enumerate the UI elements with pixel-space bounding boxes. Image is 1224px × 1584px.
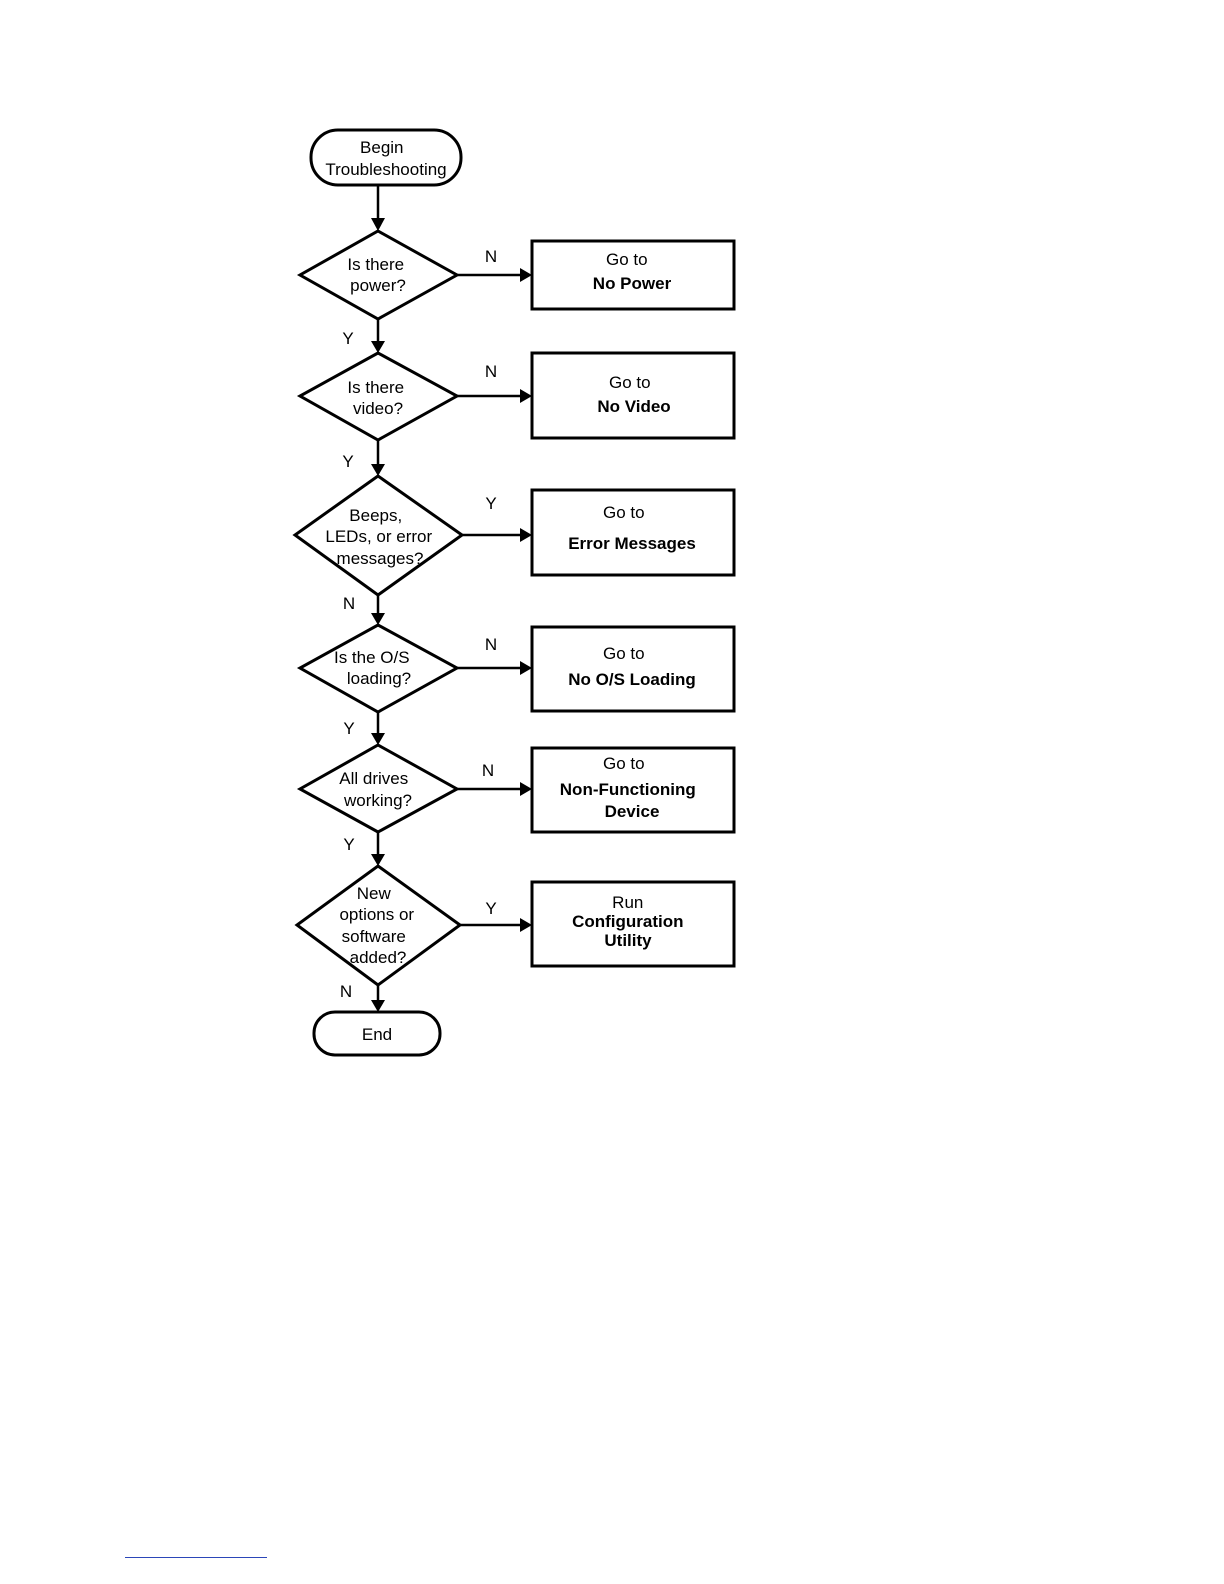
action-no-os-loading-line-1: Go to [603,644,645,663]
decision-drives-working-line-2: working? [343,791,412,810]
decision-video-label: Is there video? [347,378,408,418]
action-box-non-functioning-device [530,746,736,834]
arrowhead-video-to-no-video [520,389,532,403]
action-box-error-messages [530,488,736,577]
action-non-functioning-device-label: Go to Non-Functioning Device [560,754,700,821]
action-box-no-os-loading [530,625,736,713]
branch-label-video: N [485,362,497,381]
action-no-video-line-1: Go to [609,373,651,392]
action-no-power-line-1: Go to [606,250,648,269]
start-label-line-1: Begin [360,138,403,157]
arrowhead-beeps-to-os [371,613,385,625]
start-label: Begin Troubleshooting [325,138,446,179]
arrowhead-options-to-configuration-utility [520,918,532,932]
decision-os-loading-line-1: Is the O/S [334,648,410,667]
decision-new-options-label: New options or software added? [339,884,418,967]
arrowhead-power-to-video [371,341,385,353]
arrowhead-os-to-no-os-loading [520,661,532,675]
arrowhead-video-to-beeps [371,464,385,476]
action-box-no-video [530,351,736,440]
branch-label-error-messages: Y [485,494,496,513]
branch-label-os-loading: N [485,635,497,654]
continue-label-power: Y [342,329,353,348]
action-no-video-line-2: No Video [597,397,670,416]
continue-label-os-loading: Y [343,719,354,738]
decision-power-line-2: power? [350,276,406,295]
action-configuration-utility-line-1: Run [612,893,643,912]
footnote-divider [125,1557,267,1558]
decision-new-options-line-4: added? [350,948,407,967]
arrowhead-start-to-power [371,218,385,231]
continue-label-error-messages: N [343,594,355,613]
arrowhead-beeps-to-error-messages [520,528,532,542]
decision-new-options-line-3: software [342,927,406,946]
action-no-power-label: Go to No Power [593,250,672,293]
action-box-configuration-utility [530,880,736,968]
arrowhead-options-to-end [371,1000,385,1012]
action-configuration-utility-line-3: Utility [604,931,652,950]
action-non-functioning-device-line-1: Go to [603,754,645,773]
decision-new-options-line-2: options or [339,905,414,924]
action-non-functioning-device-line-2: Non-Functioning [560,780,696,799]
decision-os-loading-line-2: loading? [347,669,411,688]
start-terminal [309,128,463,187]
start-label-line-2: Troubleshooting [325,160,446,179]
decision-error-messages-line-1: Beeps, [349,506,402,525]
decision-power-line-1: Is there [347,255,404,274]
end-label: End [362,1025,392,1044]
branch-label-drives-working: N [482,761,494,780]
decision-error-messages-line-3: messages? [337,549,424,568]
decision-error-messages-line-2: LEDs, or error [325,527,432,546]
decision-drives-working-label: All drives working? [339,769,412,810]
continue-label-video: Y [342,452,353,471]
action-no-os-loading-line-2: No O/S Loading [568,670,696,689]
continue-label-drives-working: Y [343,835,354,854]
decision-video-line-1: Is there [347,378,404,397]
action-no-os-loading-label: Go to No O/S Loading [568,644,696,689]
decision-power-label: Is there power? [347,255,408,295]
action-configuration-utility-line-2: Configuration [572,912,683,931]
decision-video-line-2: video? [353,399,403,418]
decision-new-options-line-1: New [357,884,392,903]
continue-label-new-options: N [340,982,352,1001]
action-error-messages-line-2: Error Messages [568,534,696,553]
arrowhead-drives-to-options [371,854,385,866]
action-no-power-line-2: No Power [593,274,672,293]
decision-drives-working-line-1: All drives [339,769,408,788]
action-non-functioning-device-line-3: Device [605,802,660,821]
end-terminal [312,1010,442,1057]
action-box-no-power [530,239,736,311]
decision-os-loading-label: Is the O/S loading? [334,648,414,688]
action-error-messages-line-1: Go to [603,503,645,522]
branch-label-new-options: Y [485,899,496,918]
decision-drives-working [296,743,461,834]
arrowhead-os-to-drives [371,733,385,745]
arrowhead-power-to-no-power [520,268,532,282]
decision-power [296,229,461,321]
decision-error-messages-label: Beeps, LEDs, or error messages? [325,506,436,568]
arrowhead-drives-to-non-functioning-device [520,782,532,796]
action-no-video-label: Go to No Video [597,373,670,416]
branch-label-power: N [485,247,497,266]
action-error-messages-label: Go to Error Messages [568,503,696,553]
action-configuration-utility-label: Run Configuration Utility [572,893,688,950]
